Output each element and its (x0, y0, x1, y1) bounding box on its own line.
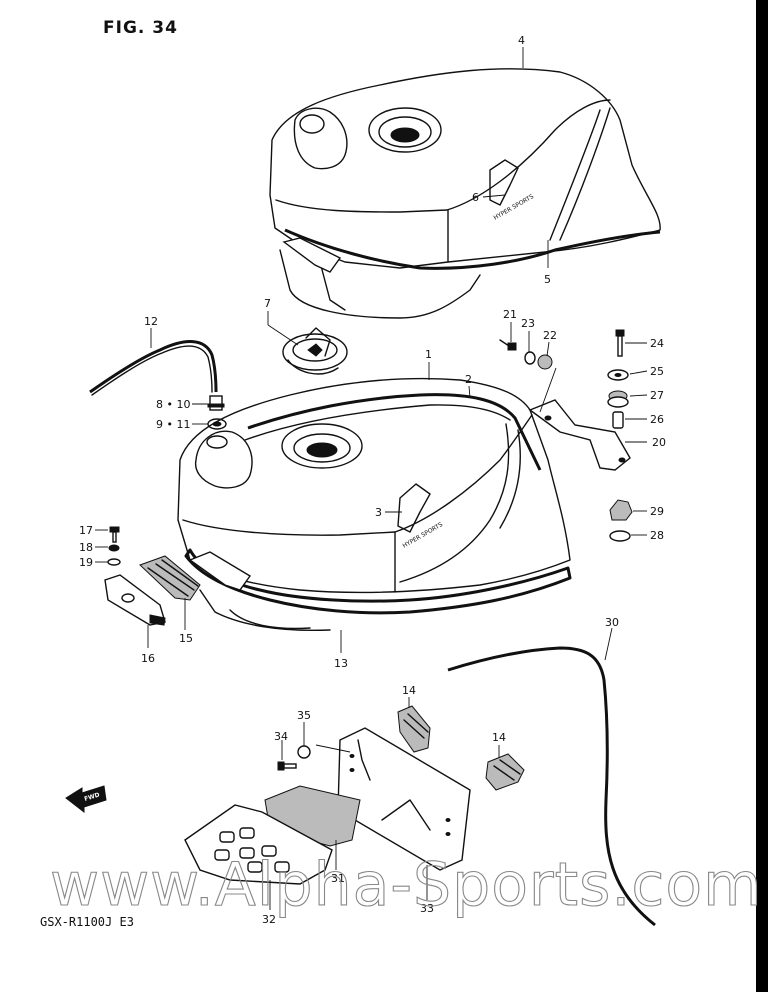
callout-18: 18 (79, 541, 93, 554)
fuel-tank-1: HYPER SPORTS (177, 377, 571, 594)
callout-9-11: 9 • 11 (156, 418, 190, 431)
callout-4: 4 (518, 34, 525, 47)
watermark-text: www.Alpha-Sports.com (50, 850, 763, 920)
callout-20: 20 (652, 436, 666, 449)
callout-30: 30 (605, 616, 619, 629)
callout-12: 12 (144, 315, 158, 328)
callout-1: 1 (425, 348, 432, 361)
callout-7: 7 (264, 297, 271, 310)
callout-27: 27 (650, 389, 664, 402)
callout-6: 6 (472, 191, 479, 204)
cushion-29 (609, 499, 633, 521)
callout-3: 3 (375, 506, 382, 519)
washer-35 (297, 745, 311, 759)
leader-lines (95, 47, 648, 910)
tank-logo-text-upper: HYPER SPORTS (493, 193, 536, 222)
breather-hose-12 (89, 340, 218, 394)
plate-32 (184, 804, 333, 885)
collar-26 (612, 411, 624, 429)
bolt-24 (615, 329, 625, 357)
callout-33: 33 (420, 902, 434, 915)
model-code: GSX-R1100J E3 (40, 915, 134, 929)
seal-13 (184, 548, 572, 615)
cushion-14-left (397, 705, 431, 753)
bracket-16 (104, 574, 166, 626)
tank-cover-4: HYPER SPORTS (269, 68, 661, 319)
callout-14-upper: 14 (402, 684, 416, 697)
callout-17: 17 (79, 524, 93, 537)
cushion-27 (607, 390, 629, 408)
scan-edge-bar (756, 0, 768, 992)
callout-26: 26 (650, 413, 664, 426)
callout-16: 16 (141, 652, 155, 665)
collar-23 (524, 351, 536, 365)
callout-32: 32 (262, 913, 276, 926)
callout-25: 25 (650, 365, 664, 378)
callout-21: 21 (503, 308, 517, 321)
fwd-arrow-icon: FWD (65, 785, 107, 814)
callout-34: 34 (274, 730, 288, 743)
bolt-21 (499, 339, 517, 351)
callout-23: 23 (521, 317, 535, 330)
callout-24: 24 (650, 337, 664, 350)
callout-14-lower: 14 (492, 731, 506, 744)
callout-22: 22 (543, 329, 557, 342)
bracket-20 (528, 399, 631, 471)
fuel-cap-7 (282, 327, 348, 375)
grommet-22 (537, 354, 553, 370)
callout-19: 19 (79, 556, 93, 569)
washer-18 (108, 544, 120, 552)
tank-logo-text-lower: HYPER SPORTS (402, 521, 445, 550)
fwd-label: FWD (83, 791, 100, 803)
callout-2: 2 (465, 373, 472, 386)
figure-title: FIG. 34 (103, 18, 178, 38)
screw-34 (277, 761, 297, 771)
cushion-14-right (485, 753, 525, 791)
drain-hose-30 (447, 646, 656, 927)
callout-31: 31 (331, 872, 345, 885)
washer-28 (609, 530, 631, 542)
callout-5: 5 (544, 273, 551, 286)
callout-28: 28 (650, 529, 664, 542)
fitting-8-10 (207, 395, 225, 411)
callout-8-10: 8 • 10 (156, 398, 190, 411)
callout-29: 29 (650, 505, 664, 518)
callout-labels: 4 6 5 7 12 1 2 8 • 10 9 • 11 3 21 23 22 … (79, 34, 666, 926)
cushion-15 (139, 555, 201, 601)
washer-9-11 (207, 418, 227, 430)
callout-13: 13 (334, 657, 348, 670)
callout-15: 15 (179, 632, 193, 645)
washer-19 (107, 558, 121, 566)
bolt-17 (109, 526, 120, 543)
callout-35: 35 (297, 709, 311, 722)
